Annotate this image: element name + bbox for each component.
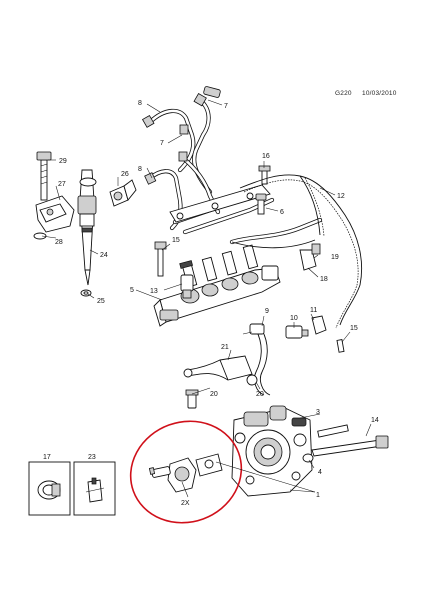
- callout-20: 20: [210, 391, 218, 398]
- high-pressure-pump: [231, 405, 313, 497]
- hose-clamp-box: [28, 461, 71, 516]
- callout-10: 10: [290, 315, 298, 322]
- callout-6: 6: [280, 209, 284, 216]
- return-pipe-lower: [183, 355, 258, 386]
- callout-7-mid: 7: [160, 140, 164, 147]
- callout-11: 11: [310, 307, 317, 314]
- clamp-bolt: [36, 151, 52, 201]
- injector-seal: [33, 232, 47, 240]
- callout-2x: 2X: [181, 500, 190, 507]
- callout-16: 16: [262, 153, 270, 160]
- callout-5: 5: [130, 287, 134, 294]
- rail-pressure-sensor: [180, 274, 194, 299]
- harness-bolt: [336, 339, 345, 353]
- return-line: [249, 323, 271, 396]
- callout-15-left: 15: [172, 237, 180, 244]
- callout-13: 13: [150, 288, 158, 295]
- callout-28: 28: [55, 239, 63, 246]
- callout-20b: 20: [256, 391, 264, 398]
- wiring-harness: [231, 174, 363, 329]
- connector-box: [73, 461, 116, 516]
- callout-4: 4: [318, 469, 322, 476]
- diagram-code: G220: [335, 90, 352, 97]
- callout-29: 29: [59, 158, 67, 165]
- leader-lines: [41, 99, 372, 498]
- callout-8-top: 8: [138, 100, 142, 107]
- fuel-metering-valve: [148, 453, 223, 493]
- callout-7-top: 7: [224, 103, 228, 110]
- callout-8-mid: 8: [138, 166, 142, 173]
- callout-12: 12: [337, 193, 345, 200]
- injector-clamp: [35, 195, 75, 233]
- injector: [77, 169, 97, 286]
- return-hose-clamp: [285, 325, 309, 339]
- callout-labels: 7 8 7 8 29 27 26 28 24 25 5 13 15 16 6 1…: [43, 100, 379, 507]
- callout-14: 14: [371, 417, 379, 424]
- callout-1: 1: [316, 492, 320, 499]
- callout-17: 17: [43, 454, 51, 461]
- callout-18: 18: [320, 276, 328, 283]
- pump-seal: [302, 453, 314, 463]
- callout-15-right: 15: [350, 325, 358, 332]
- return-banjo-bolt: [185, 389, 199, 409]
- callout-26: 26: [121, 171, 129, 178]
- callout-9: 9: [265, 308, 269, 315]
- callout-3: 3: [316, 409, 320, 416]
- return-hose-fitting: [311, 315, 327, 335]
- callout-19: 19: [331, 254, 339, 261]
- rail-brackets: [169, 165, 271, 223]
- callout-21: 21: [221, 344, 229, 351]
- rail-stud: [154, 241, 167, 277]
- common-rail: [153, 244, 281, 327]
- connector-clip: [299, 243, 321, 271]
- callout-24: 24: [100, 252, 108, 259]
- pump-stud: [317, 424, 349, 438]
- callout-23: 23: [88, 454, 96, 461]
- highlight-circle: [129, 420, 243, 524]
- callout-25: 25: [97, 298, 105, 305]
- return-connector: [109, 179, 137, 207]
- callout-27: 27: [58, 181, 66, 188]
- diagram-date: 10/03/2010: [362, 90, 397, 97]
- pump-bolt: [311, 435, 389, 457]
